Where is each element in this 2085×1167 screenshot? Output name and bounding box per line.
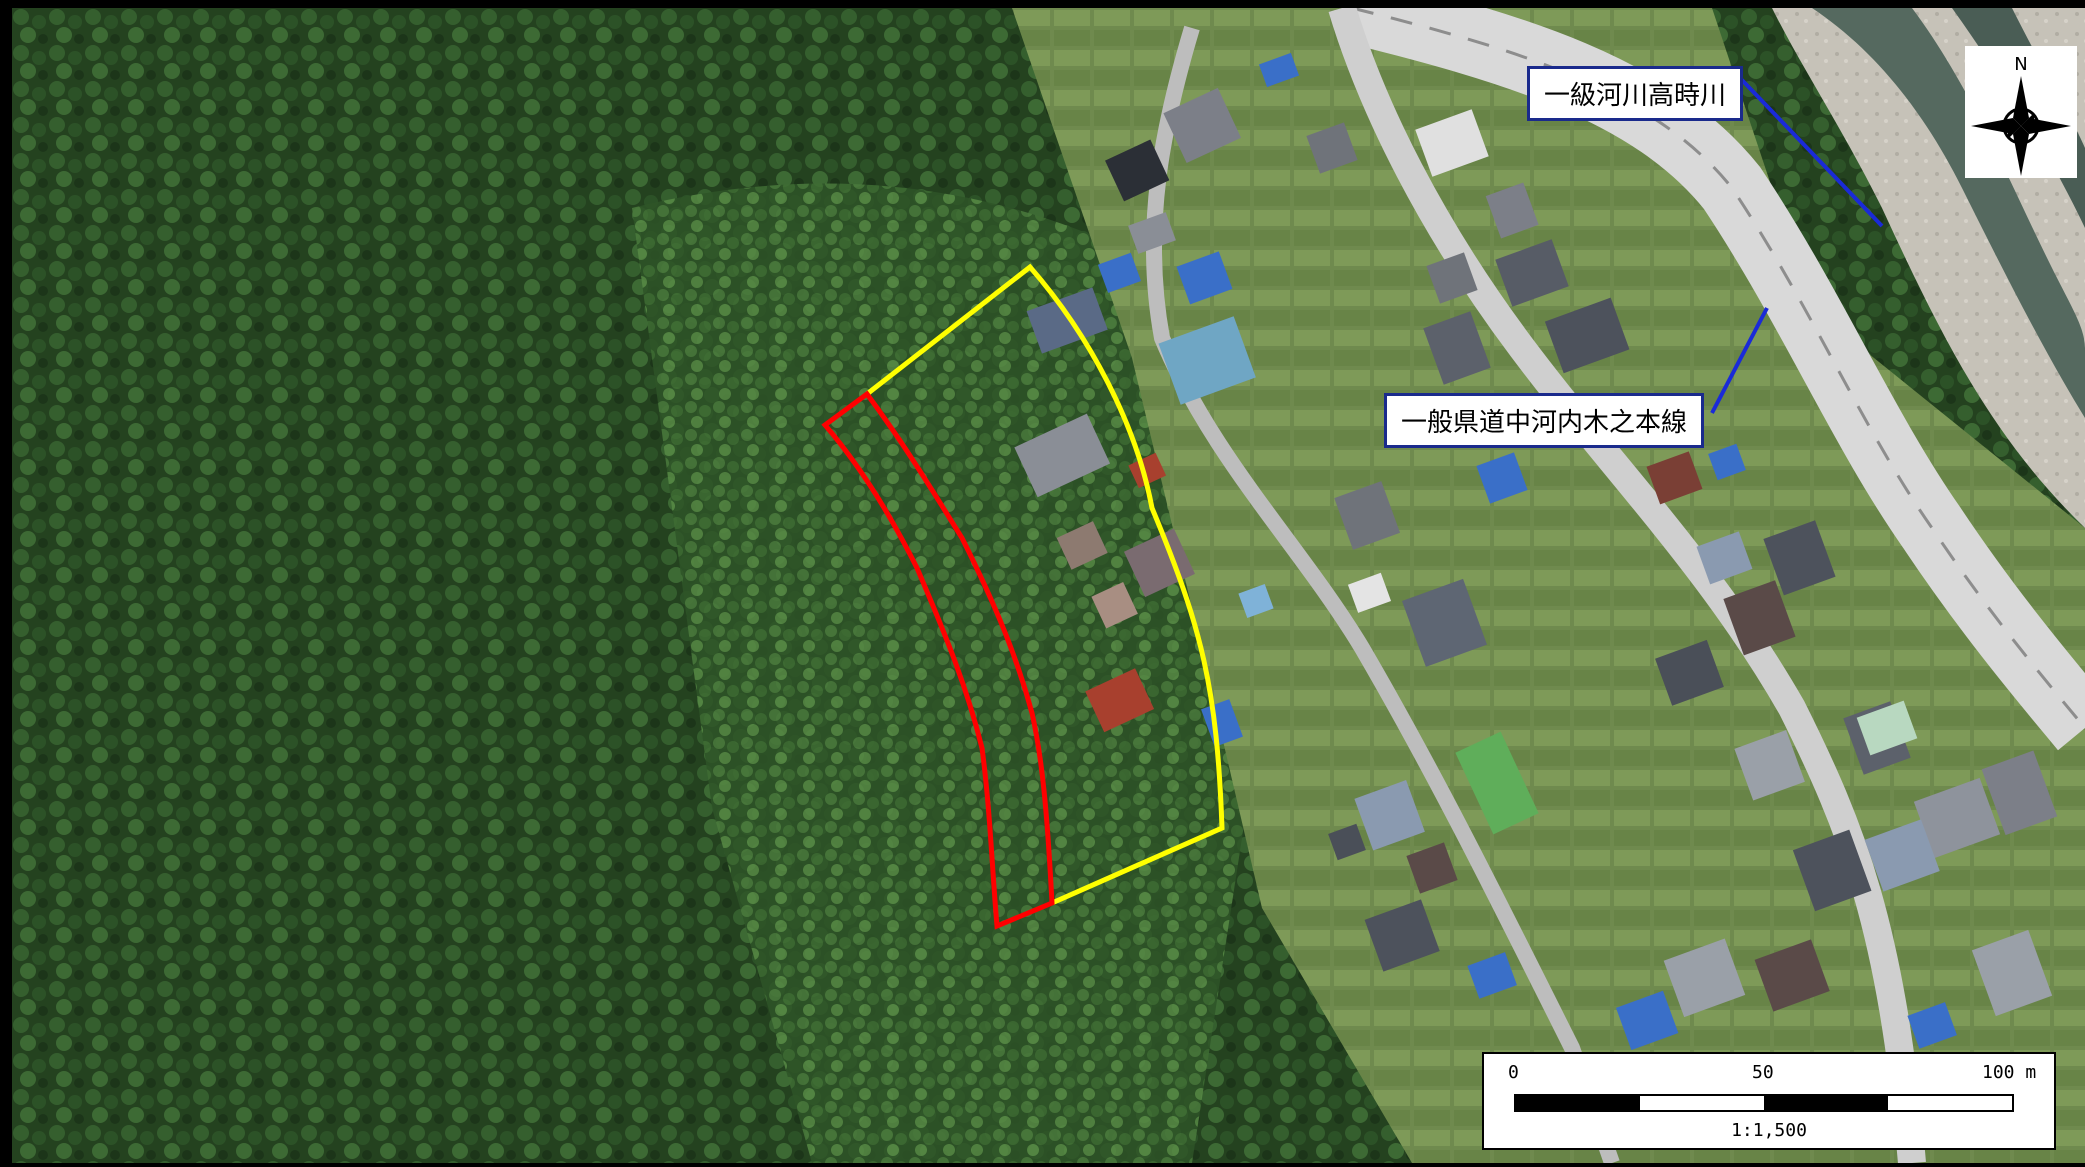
scale-segment	[1888, 1096, 2012, 1110]
buildings	[1014, 52, 2058, 1051]
river-leader-line	[1738, 76, 1884, 228]
scale-tick-0: 0	[1508, 1062, 1519, 1083]
north-arrow: N	[1965, 46, 2077, 178]
north-letter: N	[2014, 54, 2027, 75]
village-lane	[1145, 25, 1620, 1163]
scale-tick-100: 100 m	[1982, 1062, 2037, 1083]
river-label-text: 一級河川高時川	[1544, 81, 1727, 111]
aerial-map[interactable]: 一級河川高時川 一般県道中河内木之本線 N 0 50 100 m	[12, 8, 2085, 1163]
road-label: 一般県道中河内木之本線	[1384, 393, 1705, 448]
scale-segment	[1516, 1096, 1640, 1110]
scale-segment	[1640, 1096, 1764, 1110]
scale-segment	[1764, 1096, 1888, 1110]
river-label: 一級河川高時川	[1527, 66, 1744, 121]
survey-target-red	[821, 390, 1055, 930]
scale-bar	[1514, 1094, 2014, 1112]
aerial-photo	[12, 8, 2085, 1163]
prefectural-road	[1328, 8, 1926, 1163]
scale-ratio: 1:1,500	[1731, 1120, 1807, 1141]
road-label-text: 一般県道中河内木之本線	[1401, 408, 1688, 438]
river-water	[1812, 8, 2085, 418]
road-leader-line	[1710, 307, 1769, 414]
scale-tick-50: 50	[1752, 1062, 1774, 1083]
compass-rose-icon: N	[1971, 54, 2071, 176]
survey-boundary-yellow	[865, 263, 1225, 906]
scale-bar-box: 0 50 100 m 1:1,500	[1482, 1052, 2056, 1150]
